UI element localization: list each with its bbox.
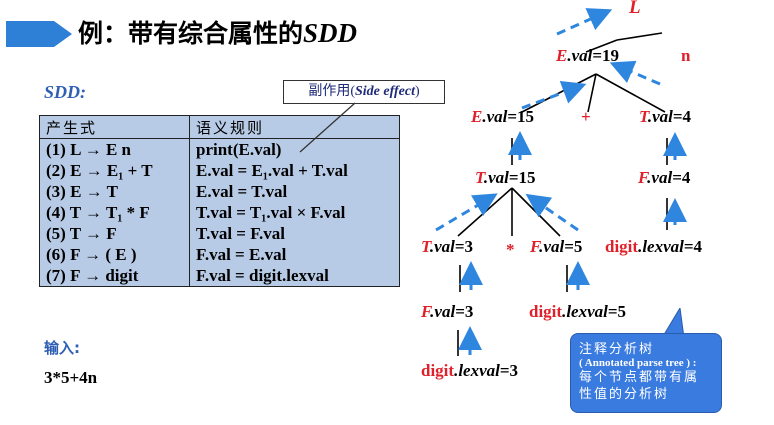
rule-cell: print(E.val) [196,139,282,159]
tree-node-n: n [681,46,691,65]
tree-node-E-val-19: E.val=19 [556,46,620,65]
table-row: (2) E → E₁ + T E.val = E₁.val + T.val [39,160,400,181]
table-row: (6) F → ( E ) F.val = E.val [39,244,400,265]
table-header-row: 产生式 语义规则 [39,115,400,139]
rule-cell: T.val = F.val [196,223,286,243]
sdd-label: SDD: [44,82,87,102]
callout-heading: 注释分析树 [579,342,655,357]
tree-node-F-val-5: F.val=5 [530,237,583,256]
production-cell: (1) L → E n [39,138,190,160]
production-cell: (5) T → F [39,223,190,244]
tree-node-E-val-15: E.val=15 [471,107,535,126]
header-production: 产生式 [39,115,190,139]
title-arrow-icon [6,21,72,47]
table-row: (4) T → T₁ * F T.val = T₁.val × F.val [39,202,400,223]
page-title: 例：带有综合属性的SDD [78,18,358,48]
tree-node-F-val-3: F.val=3 [421,302,474,321]
tree-node-digit-lexval-3: digit.lexval=3 [421,361,519,380]
tree-node-digit-lexval-5: digit.lexval=5 [529,302,627,321]
production-cell: (4) T → T₁ * F [39,202,190,223]
tree-node-T-val-4: T.val=4 [639,107,692,126]
tree-node-plus: + [581,107,591,126]
rule-cell: E.val = E₁.val + T.val [196,160,348,180]
callout-body: 每个节点都带有属性值的分析树 [579,370,700,402]
table-row: (3) E → T E.val = T.val [39,181,400,202]
table-row: (7) F → digit F.val = digit.lexval [39,265,400,287]
rule-cell: T.val = T₁.val × F.val [196,202,346,222]
production-cell: (7) F → digit [39,265,190,287]
callout-subtitle: ( Annotated parse tree ) : [579,357,697,369]
rule-cell: F.val = digit.lexval [196,265,329,285]
production-cell: (3) E → T [39,181,190,202]
callout-pointer [661,308,685,338]
table-row: (1) L → E n print(E.val) [39,138,400,160]
input-label: 输入: [44,339,80,357]
rule-cell: F.val = E.val [196,244,287,264]
table-row: (5) T → F T.val = F.val [39,223,400,244]
tree-node-L: L [629,0,641,18]
header-semantic-rule: 语义规则 [189,115,400,139]
annotated-parse-tree-callout: 注释分析树 ( Annotated parse tree ) : 每个节点都带有… [570,333,722,413]
tree-node-T-val-3: T.val=3 [421,237,474,256]
side-effect-box: 副作用(Side effect) [283,80,445,104]
rule-cell: E.val = T.val [196,181,288,201]
production-cell: (2) E → E₁ + T [39,160,190,181]
sdd-rules-table: 产生式 语义规则 (1) L → E n print(E.val) (2) E →… [39,115,400,287]
production-cell: (6) F → ( E ) [39,244,190,265]
tree-node-star: * [506,240,515,259]
tree-node-T-val-15: T.val=15 [475,168,536,187]
tree-node-F-val-4: F.val=4 [638,168,691,187]
tree-node-digit-lexval-4: digit.lexval=4 [605,237,703,256]
input-string: 3*5+4n [44,368,98,387]
